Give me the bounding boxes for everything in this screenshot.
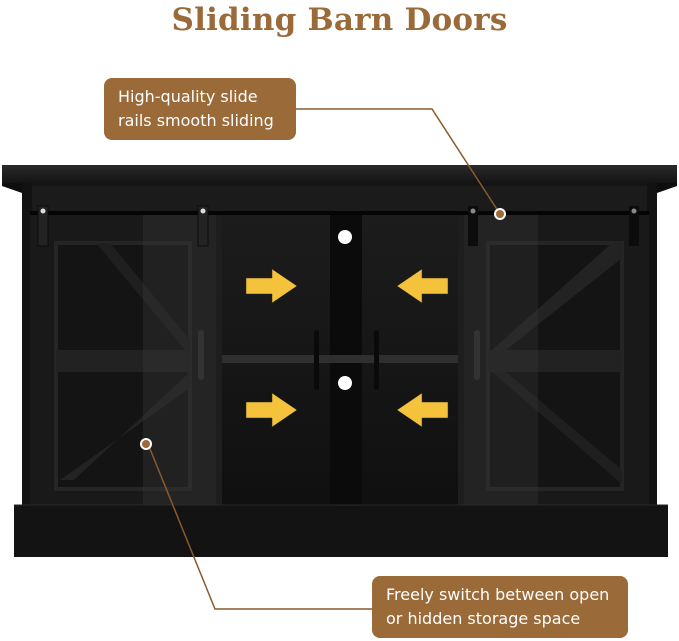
cable-hole-bottom (338, 376, 352, 390)
left-barn-door (30, 215, 216, 505)
callout-storage-space: Freely switch between open or hidden sto… (372, 576, 628, 638)
arrow-right-icon (245, 268, 298, 304)
page-title: Sliding Barn Doors (171, 2, 508, 38)
callout-text-line: High-quality slide (118, 87, 258, 106)
arrow-left-icon (396, 392, 449, 428)
callout-text-line: rails smooth sliding (118, 111, 274, 130)
right-barn-door (464, 215, 649, 505)
center-compartment (216, 215, 464, 505)
callout-text-line: or hidden storage space (386, 609, 581, 628)
cabinet-base (14, 504, 668, 557)
arrow-left-icon (396, 268, 449, 304)
cable-hole-top (338, 230, 352, 244)
callout-text-line: Freely switch between open (386, 585, 610, 604)
callout-slide-rails: High-quality slide rails smooth sliding (104, 78, 296, 140)
arrow-right-icon (245, 392, 298, 428)
